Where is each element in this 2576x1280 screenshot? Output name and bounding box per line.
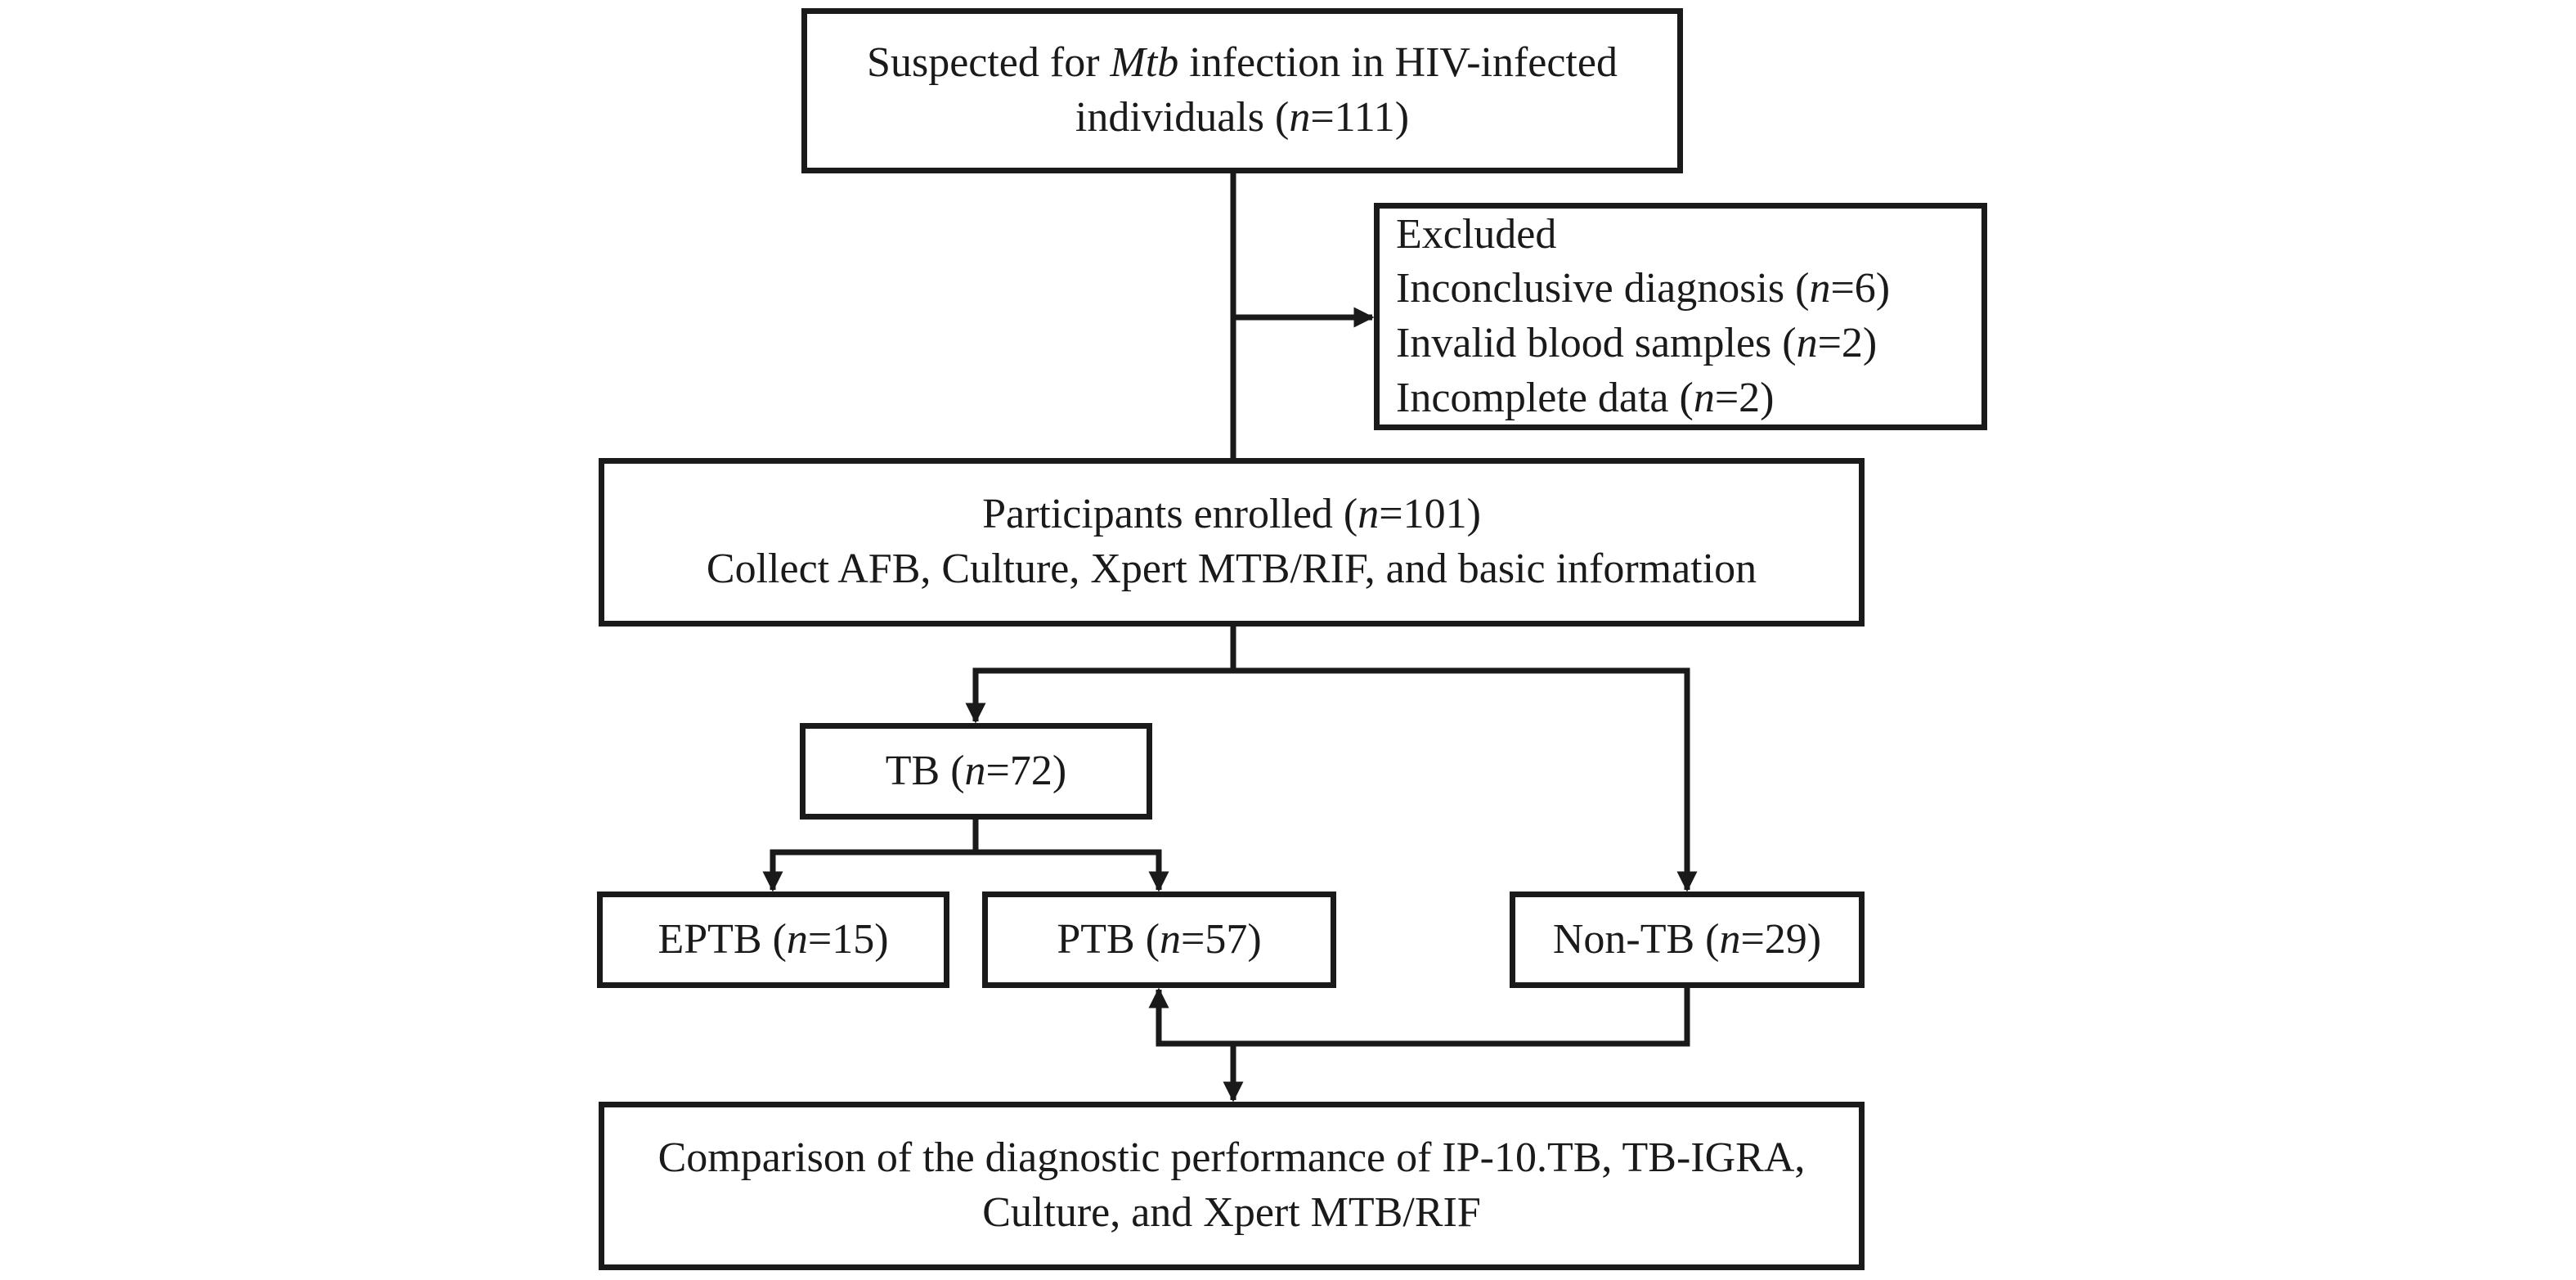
nontb-line-1: Non-TB (n=29) — [1553, 913, 1821, 968]
excluded-line-1-run-1: Excluded — [1396, 210, 1557, 258]
enrolled-line-1-run-1: Participants enrolled ( — [982, 491, 1358, 538]
eptb-line-1-run-2: n — [786, 915, 808, 963]
suspected-line-2-run-3: =111) — [1310, 94, 1410, 141]
excluded-line-4-run-2: n — [1693, 374, 1715, 421]
excluded-line-4-run-3: =2) — [1714, 374, 1775, 421]
compare-line-1-run-1: Comparison of the diagnostic performance… — [657, 1134, 1806, 1182]
suspected-line-1-run-3: infection in HIV-infected — [1178, 39, 1618, 87]
comparison-text: Comparison of the diagnostic performance… — [658, 1131, 1806, 1240]
suspected-line-1: Suspected for Mtb infection in HIV-infec… — [867, 36, 1618, 91]
excluded-line-2: Inconclusive diagnosis (n=6) — [1396, 262, 1890, 317]
suspected-text: Suspected for Mtb infection in HIV-infec… — [867, 36, 1618, 145]
edge-enrolled-to-nontb — [1233, 667, 1698, 892]
eptb-text: EPTB (n=15) — [657, 913, 888, 968]
excluded-line-1: Excluded — [1396, 208, 1890, 263]
enrolled-line-2: Collect AFB, Culture, Xpert MTB/RIF, and… — [707, 542, 1757, 597]
excluded-line-2-run-3: =6) — [1830, 265, 1891, 312]
ptb-node: PTB (n=57) — [982, 892, 1336, 988]
suspected-node: Suspected for Mtb infection in HIV-infec… — [801, 8, 1683, 173]
enrolled-line-1-run-2: n — [1358, 491, 1380, 538]
compare-line-2: Culture, and Xpert MTB/RIF — [658, 1186, 1806, 1241]
eptb-line-1-run-1: EPTB ( — [657, 915, 787, 963]
excluded-line-4: Incomplete data (n=2) — [1396, 371, 1890, 426]
edge-tb-to-eptb — [762, 849, 976, 892]
nontb-line-1-run-2: n — [1719, 915, 1741, 963]
edge-enrolled-to-tb — [965, 667, 1233, 724]
tb-text: TB (n=72) — [886, 744, 1066, 799]
suspected-line-1-run-2: Mtb — [1110, 39, 1179, 87]
ptb-line-1-run-2: n — [1160, 915, 1182, 963]
tb-line-1-run-3: =72) — [985, 747, 1067, 794]
nontb-line-1-run-1: Non-TB ( — [1552, 915, 1720, 963]
nontb-text: Non-TB (n=29) — [1553, 913, 1821, 968]
ptb-text: PTB (n=57) — [1057, 913, 1261, 968]
excluded-line-3-run-3: =2) — [1817, 320, 1878, 366]
tb-line-1-run-2: n — [964, 747, 986, 794]
excluded-line-2-run-2: n — [1809, 265, 1831, 312]
suspected-line-1-run-1: Suspected for — [867, 39, 1111, 87]
suspected-line-2-run-2: n — [1289, 94, 1311, 141]
ptb-line-1: PTB (n=57) — [1057, 913, 1261, 968]
eptb-node: EPTB (n=15) — [597, 892, 949, 988]
excluded-line-2-run-1: Inconclusive diagnosis ( — [1396, 265, 1810, 312]
excluded-line-3-run-2: n — [1796, 320, 1818, 366]
excluded-line-3-run-1: Invalid blood samples ( — [1396, 320, 1797, 366]
enrolled-line-2-run-1: Collect AFB, Culture, Xpert MTB/RIF, and… — [706, 546, 1757, 592]
ptb-line-1-run-3: =57) — [1181, 915, 1262, 963]
tb-line-1: TB (n=72) — [886, 744, 1066, 799]
enrolled-line-1: Participants enrolled (n=101) — [707, 487, 1757, 542]
suspected-line-2-run-1: individuals ( — [1075, 94, 1290, 141]
enrolled-line-1-run-3: =101) — [1379, 491, 1481, 538]
nontb-node: Non-TB (n=29) — [1510, 892, 1865, 988]
eptb-line-1-run-3: =15) — [807, 915, 889, 963]
compare-line-2-run-1: Culture, and Xpert MTB/RIF — [982, 1189, 1481, 1236]
nontb-line-1-run-3: =29) — [1740, 915, 1822, 963]
enrolled-node: Participants enrolled (n=101)Collect AFB… — [599, 458, 1865, 627]
suspected-line-2: individuals (n=111) — [867, 91, 1618, 146]
compare-line-1: Comparison of the diagnostic performance… — [658, 1131, 1806, 1186]
edge-nontb-to-ptb — [1148, 987, 1690, 1047]
enrolled-text: Participants enrolled (n=101)Collect AFB… — [707, 487, 1757, 596]
excluded-line-4-run-1: Incomplete data ( — [1396, 374, 1694, 421]
tb-line-1-run-1: TB ( — [885, 747, 965, 794]
ptb-line-1-run-1: PTB ( — [1057, 915, 1160, 963]
excluded-line-3: Invalid blood samples (n=2) — [1396, 317, 1890, 371]
edge-tb-to-ptb — [976, 849, 1169, 892]
comparison-node: Comparison of the diagnostic performance… — [599, 1102, 1865, 1270]
tb-node: TB (n=72) — [800, 723, 1152, 820]
eptb-line-1: EPTB (n=15) — [657, 913, 888, 968]
